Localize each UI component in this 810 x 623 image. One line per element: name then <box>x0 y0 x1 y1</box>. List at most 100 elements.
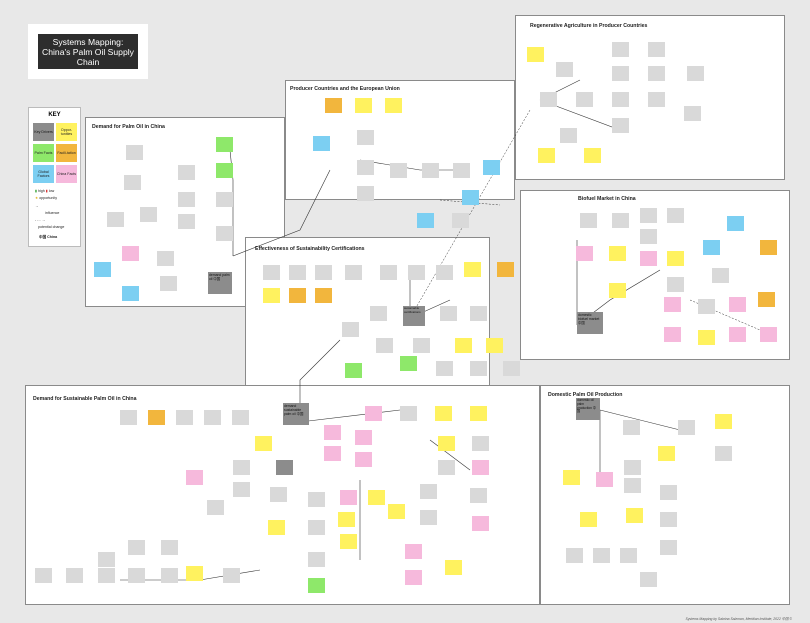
sticky-note <box>126 145 143 160</box>
section-title-regenerative: Regenerative Agriculture in Producer Cou… <box>530 23 648 29</box>
sticky-note <box>122 246 139 261</box>
section-title-certifications: Effectiveness of Sustainability Certific… <box>255 246 365 252</box>
sticky-note <box>452 213 469 228</box>
sticky-note <box>612 66 629 81</box>
sticky-note <box>648 66 665 81</box>
sticky-note <box>729 297 746 312</box>
sticky-note <box>486 338 503 353</box>
sticky-note <box>470 361 487 376</box>
sticky-note <box>640 251 657 266</box>
sticky-note <box>440 306 457 321</box>
dashed-arrow-icon: - - - → <box>35 218 46 222</box>
node-domestic-biofuel: domestic biofuel market 中国 <box>577 312 603 334</box>
sticky-note <box>455 338 472 353</box>
node-domestic-production: domestic oil palm production 中国 <box>576 398 600 420</box>
sticky-note <box>289 288 306 303</box>
sticky-note <box>405 570 422 585</box>
sticky-note <box>216 137 233 152</box>
section-title-producer-eu: Producer Countries and the European Unio… <box>290 86 400 92</box>
sticky-note <box>623 420 640 435</box>
sticky-note <box>566 548 583 563</box>
sticky-note <box>609 246 626 261</box>
sticky-note <box>324 446 341 461</box>
sticky-note <box>107 212 124 227</box>
sticky-note <box>268 520 285 535</box>
sticky-note <box>388 504 405 519</box>
sticky-note <box>436 265 453 280</box>
sticky-note <box>678 420 695 435</box>
sticky-note <box>233 482 250 497</box>
sticky-note <box>357 160 374 175</box>
sticky-note <box>470 406 487 421</box>
sticky-note <box>357 186 374 201</box>
sticky-note <box>161 540 178 555</box>
sticky-note <box>376 338 393 353</box>
sticky-note <box>660 512 677 527</box>
sticky-note <box>157 251 174 266</box>
sticky-note <box>580 512 597 527</box>
sticky-note <box>207 500 224 515</box>
sticky-note <box>420 510 437 525</box>
page-title: Systems Mapping: China's Palm Oil Supply… <box>38 34 138 69</box>
sticky-note <box>727 216 744 231</box>
sticky-note <box>35 568 52 583</box>
sticky-note <box>315 288 332 303</box>
sticky-note <box>380 265 397 280</box>
sticky-note <box>698 299 715 314</box>
sticky-note <box>470 306 487 321</box>
sticky-note <box>472 436 489 451</box>
sticky-note <box>620 548 637 563</box>
sticky-note <box>357 130 374 145</box>
sticky-note <box>640 229 657 244</box>
sticky-note <box>435 406 452 421</box>
sticky-note <box>122 286 139 301</box>
sticky-note <box>263 288 280 303</box>
sticky-note <box>624 460 641 475</box>
sticky-note <box>370 306 387 321</box>
key-title: KEY <box>48 112 61 118</box>
sticky-note <box>313 136 330 151</box>
sticky-note <box>66 568 83 583</box>
sticky-note <box>715 446 732 461</box>
key-cell-opportunities: Oppor-tunities <box>56 123 77 141</box>
sticky-note <box>413 338 430 353</box>
sticky-note <box>270 487 287 502</box>
sticky-note <box>667 251 684 266</box>
sticky-note <box>178 192 195 207</box>
sticky-note <box>667 277 684 292</box>
sticky-note <box>98 568 115 583</box>
sticky-note <box>698 330 715 345</box>
sticky-note <box>472 460 489 475</box>
sticky-note <box>612 92 629 107</box>
sticky-note <box>660 540 677 555</box>
sticky-note <box>503 361 520 376</box>
sticky-note <box>233 460 250 475</box>
sticky-note <box>464 262 481 277</box>
sticky-note <box>497 262 514 277</box>
sticky-note <box>148 410 165 425</box>
sticky-note <box>612 213 629 228</box>
key-potential-change: potential change <box>38 225 65 229</box>
key-cell-palm-facts: Palm Facts <box>33 144 54 162</box>
node-sustainable-certs: sustainable certifications <box>403 306 425 326</box>
sticky-note <box>128 540 145 555</box>
sticky-note <box>340 534 357 549</box>
sticky-note <box>98 552 115 567</box>
sticky-note <box>664 327 681 342</box>
sticky-note <box>178 214 195 229</box>
sticky-note <box>216 163 233 178</box>
title-card: Systems Mapping: China's Palm Oil Supply… <box>28 24 148 79</box>
sticky-note <box>483 160 500 175</box>
sticky-note <box>308 492 325 507</box>
sticky-note <box>263 265 280 280</box>
sticky-note <box>703 240 720 255</box>
sticky-note <box>345 265 362 280</box>
sticky-note <box>408 265 425 280</box>
sticky-note <box>120 410 137 425</box>
sticky-note <box>289 265 306 280</box>
sticky-note <box>368 490 385 505</box>
key-high: high <box>37 189 45 193</box>
sticky-note <box>417 213 434 228</box>
sticky-note <box>556 62 573 77</box>
node-demand-palm-oil: demand palm oil 中国 <box>208 272 232 294</box>
